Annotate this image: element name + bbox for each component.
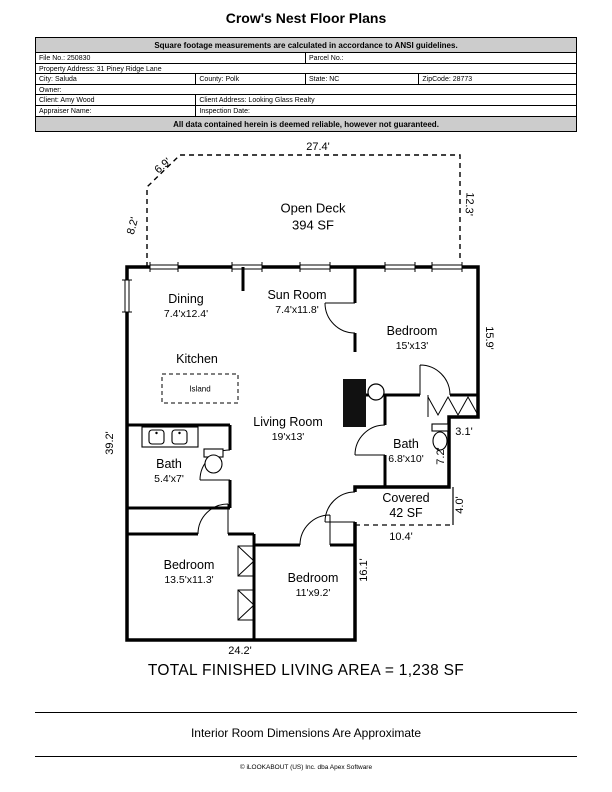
field-value: 31 Piney Ridge Lane [96, 65, 162, 73]
page-title: Crow's Nest Floor Plans [225, 10, 387, 26]
dim-house-left: 39.2' [104, 431, 116, 455]
room-label-kitchen: Kitchen [176, 352, 218, 366]
info-row-2: Property Address: 31 Piney Ridge Lane [36, 64, 576, 74]
field-label: Property Address: [39, 65, 95, 73]
field-appraiser-name: Appraiser Name: [36, 105, 197, 116]
dim-right-mid: 7.2' [435, 447, 447, 465]
house-outline [125, 265, 480, 642]
field-label: City: [39, 76, 53, 83]
island-outline [161, 373, 239, 404]
dimensions-disclaimer: Interior Room Dimensions Are Approximate [190, 726, 422, 740]
info-row-6: Appraiser Name: Inspection Date: [36, 105, 576, 117]
info-row-4: Owner: [36, 85, 576, 95]
dim-porch-bottom: 10.4' [389, 531, 413, 543]
room-label-bath-left: Bath [156, 457, 182, 471]
reliability-banner: All data contained herein is deemed reli… [36, 116, 576, 131]
field-owner: Owner: [36, 85, 576, 95]
round-fixture [367, 383, 385, 401]
room-label-covered-porch: Covered [382, 491, 430, 505]
room-size-covered-porch: 42 SF [389, 506, 423, 520]
field-parcel-no: Parcel No.: [306, 53, 576, 63]
field-label: County: [199, 76, 224, 83]
room-size-bedroom-bottom-left: 13.5'x11.3' [164, 574, 214, 586]
field-property-address: Property Address: 31 Piney Ridge Lane [36, 64, 576, 74]
field-label: Client: [39, 97, 59, 104]
field-county: County: Polk [196, 74, 306, 84]
room-size-living-room: 19'x13' [271, 431, 305, 443]
room-label-living-room: Living Room [253, 415, 323, 429]
field-label: ZipCode: [422, 76, 451, 83]
bath-fixtures [141, 423, 449, 474]
field-file-no: File No.: 250830 [36, 53, 306, 63]
report-header: Square footage measurements are calculat… [35, 37, 577, 132]
dim-step-right: 3.1' [455, 426, 473, 438]
room-label-island: Island [189, 384, 211, 394]
field-inspection-date: Inspection Date: [196, 106, 576, 117]
room-size-bedroom-right: 15'x13' [395, 340, 429, 352]
field-client-address: Client Address: Looking Glass Realty [196, 95, 576, 105]
dim-porch-right: 4.0' [454, 496, 466, 514]
field-value: 250830 [67, 55, 91, 62]
room-size-bedroom-bottom-middle: 11'x9.2' [295, 587, 331, 599]
dim-deck-right: 12.3' [462, 191, 476, 217]
ansi-banner: Square footage measurements are calculat… [36, 38, 576, 53]
field-state: State: NC [306, 74, 420, 84]
info-row-3: City: Saluda County: Polk State: NC ZipC… [36, 74, 576, 85]
fireplace [343, 379, 366, 427]
room-label-bath-right: Bath [393, 437, 419, 451]
room-label-bedroom-bottom-middle: Bedroom [287, 571, 339, 585]
copyright-footer: © iLOOKABOUT (US) Inc. dba Apex Software [239, 764, 373, 771]
field-label: File No.: [39, 55, 66, 62]
wall-gap [351, 492, 359, 522]
field-value: Saluda [54, 76, 77, 83]
room-label-dining: Dining [168, 292, 204, 306]
field-zipcode: ZipCode: 28773 [419, 74, 576, 84]
dim-lower-right-wall: 16.1' [358, 558, 370, 582]
info-row-5: Client: Amy Wood Client Address: Looking… [36, 95, 576, 106]
porch-outline [355, 487, 454, 526]
field-value: Polk [225, 76, 240, 83]
field-value: NC [329, 76, 340, 83]
room-size-dining: 7.4'x12.4' [163, 308, 209, 320]
field-city: City: Saluda [36, 74, 197, 84]
field-label: State: [308, 76, 328, 83]
field-client: Client: Amy Wood [36, 95, 197, 105]
field-label: Inspection Date: [199, 107, 250, 115]
room-size-bath-left: 5.4'x7' [154, 473, 184, 485]
field-value: Amy Wood [60, 97, 95, 104]
room-label-bedroom-bottom-left: Bedroom [163, 558, 215, 572]
room-size-open-deck: 394 SF [292, 217, 334, 233]
room-size-sun-room: 7.4'x11.8' [275, 304, 319, 316]
room-label-open-deck: Open Deck [280, 200, 346, 216]
dim-house-right-upper: 15.9' [483, 326, 495, 350]
field-value: 28773 [452, 76, 473, 83]
dim-house-bottom: 24.2' [228, 645, 252, 657]
room-size-bath-right: 6.8'x10' [388, 453, 424, 465]
dim-deck-top: 27.4' [306, 141, 330, 153]
window-symbols [121, 261, 463, 313]
closet-doors [237, 395, 479, 621]
info-row-1: File No.: 250830 Parcel No.: [36, 53, 576, 64]
divider-line-upper [35, 712, 577, 713]
divider-line-lower [35, 756, 577, 757]
field-label: Parcel No.: [309, 55, 344, 62]
deck-outline [146, 154, 461, 267]
total-living-area: TOTAL FINISHED LIVING AREA = 1,238 SF [147, 662, 465, 679]
field-label: Owner: [39, 86, 62, 94]
room-label-sun-room: Sun Room [267, 288, 327, 302]
field-value: Looking Glass Realty [248, 97, 315, 104]
field-label: Client Address: [199, 97, 247, 104]
room-label-bedroom-right: Bedroom [386, 324, 438, 338]
field-label: Appraiser Name: [39, 107, 92, 115]
